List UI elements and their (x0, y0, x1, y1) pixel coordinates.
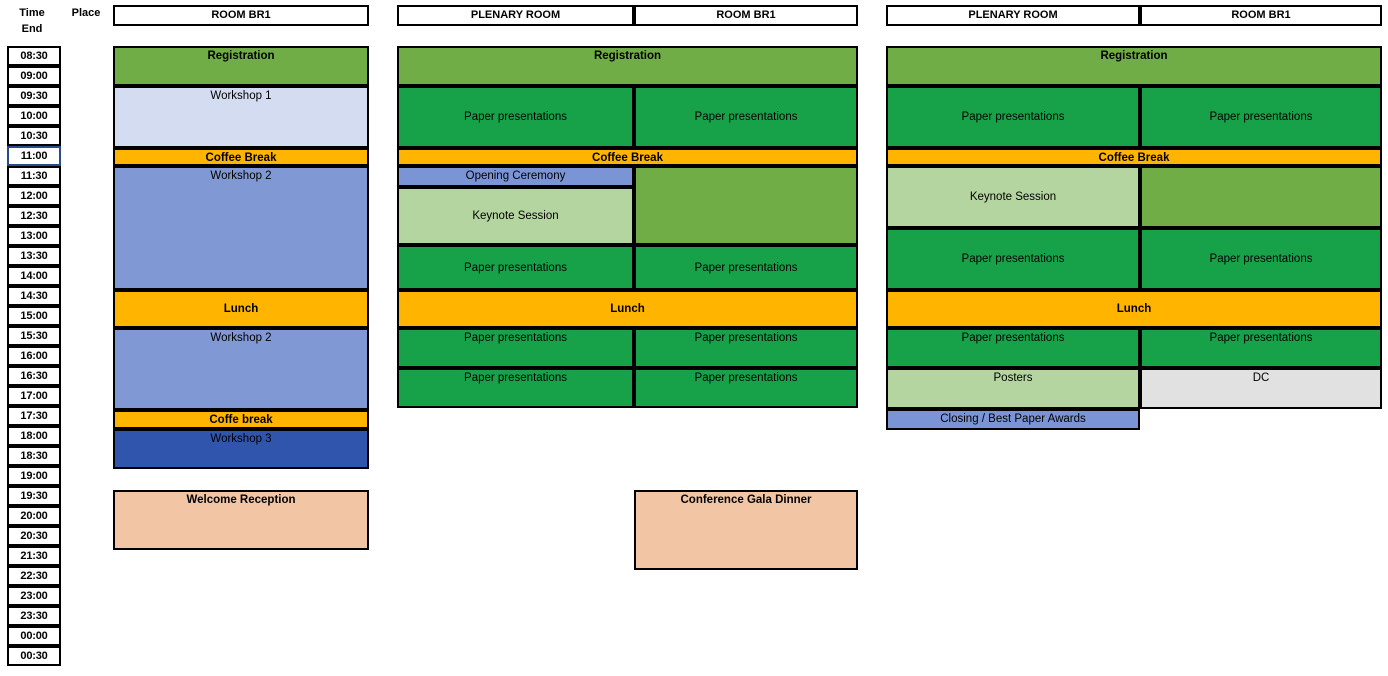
time-slot-cell: 15:30 (7, 326, 61, 346)
room-header-1: ROOM BR1 (113, 5, 369, 26)
session-block[interactable]: Coffee Break (397, 148, 858, 166)
room-header-4: PLENARY ROOM (886, 5, 1140, 26)
time-slot-cell: 13:30 (7, 246, 61, 266)
session-block[interactable] (1140, 166, 1382, 228)
time-slot-cell: 17:00 (7, 386, 61, 406)
time-slot-cell: 09:30 (7, 86, 61, 106)
session-block[interactable]: Paper presentations (1140, 328, 1382, 368)
session-block[interactable]: Registration (113, 46, 369, 86)
room-header-3: ROOM BR1 (634, 5, 858, 26)
time-slot-cell: 14:00 (7, 266, 61, 286)
session-block[interactable]: Opening Ceremony (397, 166, 634, 187)
session-block[interactable]: Paper presentations (886, 228, 1140, 290)
time-slot-cell: 19:00 (7, 466, 61, 486)
session-block[interactable]: Lunch (397, 290, 858, 328)
time-slot-cell: 20:00 (7, 506, 61, 526)
time-slot-cell: 22:30 (7, 566, 61, 586)
time-slot-cell: 12:00 (7, 186, 61, 206)
session-block[interactable]: Registration (886, 46, 1382, 86)
time-slot-cell: 23:30 (7, 606, 61, 626)
time-slot-cell: 00:30 (7, 646, 61, 666)
session-block[interactable]: DC (1140, 368, 1382, 409)
session-block[interactable]: Coffee Break (113, 148, 369, 166)
session-block[interactable]: Welcome Reception (113, 490, 369, 550)
place-column-label: Place (71, 7, 101, 19)
session-block[interactable]: Paper presentations (886, 86, 1140, 148)
time-slot-cell: 18:30 (7, 446, 61, 466)
time-slot-cell: 23:00 (7, 586, 61, 606)
session-block[interactable]: Lunch (113, 290, 369, 328)
session-block[interactable]: Posters (886, 368, 1140, 409)
time-slot-cell: 10:00 (7, 106, 61, 126)
session-block[interactable]: Paper presentations (634, 86, 858, 148)
session-block[interactable]: Paper presentations (397, 86, 634, 148)
session-block[interactable]: Workshop 3 (113, 429, 369, 469)
session-block[interactable]: Keynote Session (397, 187, 634, 245)
time-slot-cell: 18:00 (7, 426, 61, 446)
time-slot-cell: 10:30 (7, 126, 61, 146)
session-block[interactable]: Workshop 2 (113, 166, 369, 290)
time-slot-cell: 09:00 (7, 66, 61, 86)
session-block[interactable]: Registration (397, 46, 858, 86)
session-block[interactable]: Paper presentations (886, 328, 1140, 368)
time-slot-cell: 19:30 (7, 486, 61, 506)
session-block[interactable]: Paper presentations (397, 368, 634, 408)
time-slot-cell: 20:30 (7, 526, 61, 546)
room-header-5: ROOM BR1 (1140, 5, 1382, 26)
time-slot-cell: 13:00 (7, 226, 61, 246)
session-block[interactable]: Paper presentations (634, 368, 858, 408)
session-block[interactable]: Keynote Session (886, 166, 1140, 228)
session-block[interactable] (634, 166, 858, 245)
time-slot-cell: 16:00 (7, 346, 61, 366)
session-block[interactable]: Closing / Best Paper Awards (886, 409, 1140, 430)
room-header-2: PLENARY ROOM (397, 5, 634, 26)
time-slot-cell: 14:30 (7, 286, 61, 306)
time-slot-cell: 16:30 (7, 366, 61, 386)
time-slot-cell: 11:30 (7, 166, 61, 186)
session-block[interactable]: Paper presentations (397, 328, 634, 368)
session-block[interactable]: Paper presentations (1140, 86, 1382, 148)
session-block[interactable]: Paper presentations (1140, 228, 1382, 290)
time-slot-cell: 21:30 (7, 546, 61, 566)
session-block[interactable]: Paper presentations (634, 245, 858, 290)
session-block[interactable]: Conference Gala Dinner (634, 490, 858, 570)
session-block[interactable]: Workshop 1 (113, 86, 369, 148)
time-slot-cell: 08:30 (7, 46, 61, 66)
session-block[interactable]: Paper presentations (397, 245, 634, 290)
time-slot-cell: 15:00 (7, 306, 61, 326)
time-slot-cell: 12:30 (7, 206, 61, 226)
time-slot-cell: 00:00 (7, 626, 61, 646)
time-slot-cell: 17:30 (7, 406, 61, 426)
session-block[interactable]: Workshop 2 (113, 328, 369, 410)
time-slot-cell: 11:00 (7, 146, 61, 166)
time-column-label: Time (19, 7, 45, 19)
session-block[interactable]: Paper presentations (634, 328, 858, 368)
session-block[interactable]: Coffee Break (886, 148, 1382, 166)
end-column-label: End (21, 23, 43, 35)
session-block[interactable]: Lunch (886, 290, 1382, 328)
session-block[interactable]: Coffe break (113, 410, 369, 429)
